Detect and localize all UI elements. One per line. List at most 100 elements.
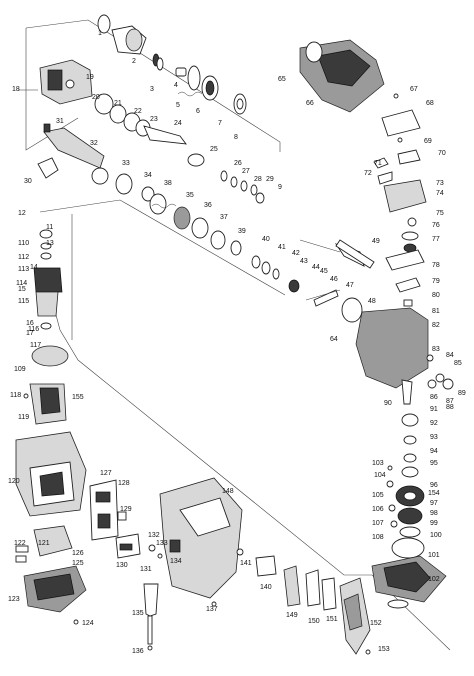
- part-label-130: 130: [116, 562, 128, 569]
- part-label-75: 75: [436, 210, 444, 217]
- part-label-115: 115: [18, 298, 30, 305]
- part-label-64: 64: [330, 336, 338, 343]
- part-label-95: 95: [430, 460, 438, 467]
- part-label-110: 110: [18, 240, 30, 247]
- part-label-102: 102: [428, 576, 440, 583]
- side-handle: [143, 583, 159, 651]
- gear-housing: [18, 59, 93, 105]
- part-label-122: 122: [14, 540, 26, 547]
- part-label-72: 72: [364, 170, 372, 177]
- part-label-137: 137: [206, 606, 218, 613]
- part-label-35: 35: [186, 192, 194, 199]
- part-label-9: 9: [278, 184, 282, 191]
- part-label-45: 45: [320, 268, 328, 275]
- part-label-8: 8: [234, 134, 238, 141]
- part-label-3: 3: [150, 86, 154, 93]
- part-label-80: 80: [432, 292, 440, 299]
- part-label-49: 49: [372, 238, 380, 245]
- part-label-76: 76: [432, 222, 440, 229]
- part-label-37: 37: [220, 214, 228, 221]
- part-label-29: 29: [266, 176, 274, 183]
- part-label-15: 15: [18, 286, 26, 293]
- part-label-20: 20: [92, 94, 100, 101]
- housing-cover: [299, 39, 385, 113]
- part-label-14: 14: [30, 264, 38, 271]
- part-label-124: 124: [82, 620, 94, 627]
- part-label-103: 103: [372, 460, 384, 467]
- part-label-31: 31: [56, 118, 64, 125]
- part-label-11: 11: [46, 224, 54, 231]
- part-label-107: 107: [372, 520, 384, 527]
- part-label-4: 4: [174, 82, 178, 89]
- part-label-113: 113: [18, 266, 30, 273]
- motor-housing: [15, 431, 87, 517]
- part-label-36: 36: [204, 202, 212, 209]
- part-label-90: 90: [384, 400, 392, 407]
- part-label-67: 67: [410, 86, 418, 93]
- part-label-18: 18: [12, 86, 20, 93]
- part-label-135: 135: [132, 610, 144, 617]
- part-label-30: 30: [24, 178, 32, 185]
- part-label-134: 134: [170, 558, 182, 565]
- part-label-92: 92: [430, 420, 438, 427]
- part-label-129: 129: [120, 506, 132, 513]
- part-label-120: 120: [8, 478, 20, 485]
- part-label-86: 86: [430, 394, 438, 401]
- part-label-12: 12: [18, 210, 26, 217]
- part-label-131: 131: [140, 566, 152, 573]
- part-label-148: 148: [222, 488, 234, 495]
- washer-row: [94, 93, 187, 145]
- part-label-24: 24: [174, 120, 182, 127]
- part-label-28: 28: [254, 176, 262, 183]
- part-label-2: 2: [132, 58, 136, 65]
- part-label-46: 46: [330, 276, 338, 283]
- part-label-128: 128: [118, 480, 130, 487]
- part-label-38: 38: [164, 180, 172, 187]
- part-label-71: 71: [374, 160, 382, 167]
- part-label-77: 77: [432, 236, 440, 243]
- part-label-87: 87: [446, 398, 454, 405]
- part-label-21: 21: [114, 100, 122, 107]
- part-label-42: 42: [292, 250, 300, 257]
- grip-parts: [283, 565, 371, 655]
- part-label-16: 16: [26, 320, 34, 327]
- part-label-6: 6: [196, 108, 200, 115]
- part-label-68: 68: [426, 100, 434, 107]
- part-label-121: 121: [38, 540, 50, 547]
- part-label-88: 88: [446, 404, 454, 411]
- part-label-65: 65: [278, 76, 286, 83]
- part-label-149: 149: [286, 612, 298, 619]
- part-label-96: 96: [430, 482, 438, 489]
- part-label-19: 19: [86, 74, 94, 81]
- part-label-119: 119: [18, 414, 30, 421]
- part-label-125: 125: [72, 560, 84, 567]
- part-label-117: 117: [30, 342, 42, 349]
- part-label-13: 13: [46, 240, 54, 247]
- gear-stack: [371, 413, 447, 609]
- part-label-5: 5: [176, 102, 180, 109]
- switch-board: [89, 479, 127, 541]
- brush-holder: [15, 525, 73, 563]
- part-label-33: 33: [122, 160, 130, 167]
- part-label-7: 7: [218, 120, 222, 127]
- part-label-74: 74: [436, 190, 444, 197]
- part-label-91: 91: [430, 406, 438, 413]
- part-label-105: 105: [372, 492, 384, 499]
- tool-holder: [37, 123, 209, 239]
- part-label-99: 99: [430, 520, 438, 527]
- part-label-25: 25: [210, 146, 218, 153]
- part-label-1: 1: [98, 30, 102, 37]
- chuck-assembly: [97, 14, 247, 115]
- part-label-47: 47: [346, 282, 354, 289]
- motor-assembly: [23, 229, 69, 425]
- part-label-116: 116: [28, 326, 40, 333]
- part-label-17: 17: [26, 330, 34, 337]
- part-label-32: 32: [90, 140, 98, 147]
- part-label-39: 39: [238, 228, 246, 235]
- part-label-132: 132: [148, 532, 160, 539]
- part-label-123: 123: [8, 596, 20, 603]
- part-label-98: 98: [430, 510, 438, 517]
- part-label-82: 82: [432, 322, 440, 329]
- part-label-118: 118: [10, 392, 22, 399]
- part-label-127: 127: [100, 470, 112, 477]
